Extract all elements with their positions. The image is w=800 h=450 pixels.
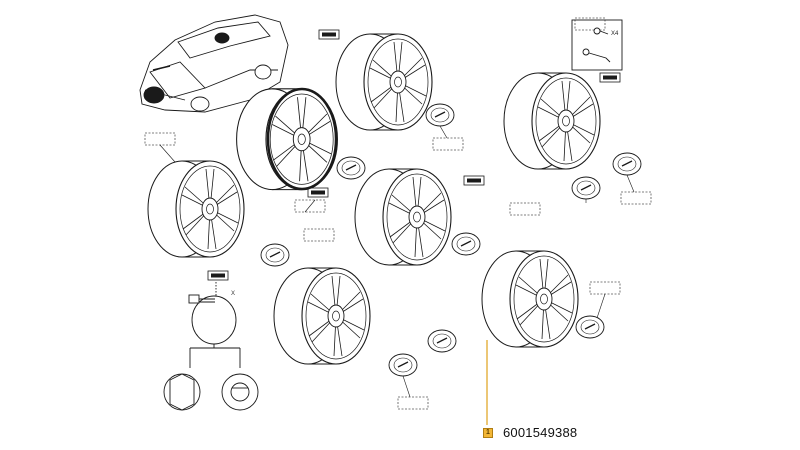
part-callout[interactable]: 1 6001549388 xyxy=(483,425,577,440)
part-number: 6001549388 xyxy=(503,425,578,440)
tire-outline xyxy=(266,87,338,191)
leader-lines xyxy=(159,125,635,398)
nut-icon xyxy=(163,373,259,411)
axis-label: X xyxy=(231,291,236,297)
quantity-label: X4 xyxy=(611,31,619,37)
callout-marker[interactable]: 1 xyxy=(483,427,493,438)
bolt-icon xyxy=(188,282,241,368)
car-icon xyxy=(139,14,289,113)
fastener-kit-icon xyxy=(571,19,623,71)
